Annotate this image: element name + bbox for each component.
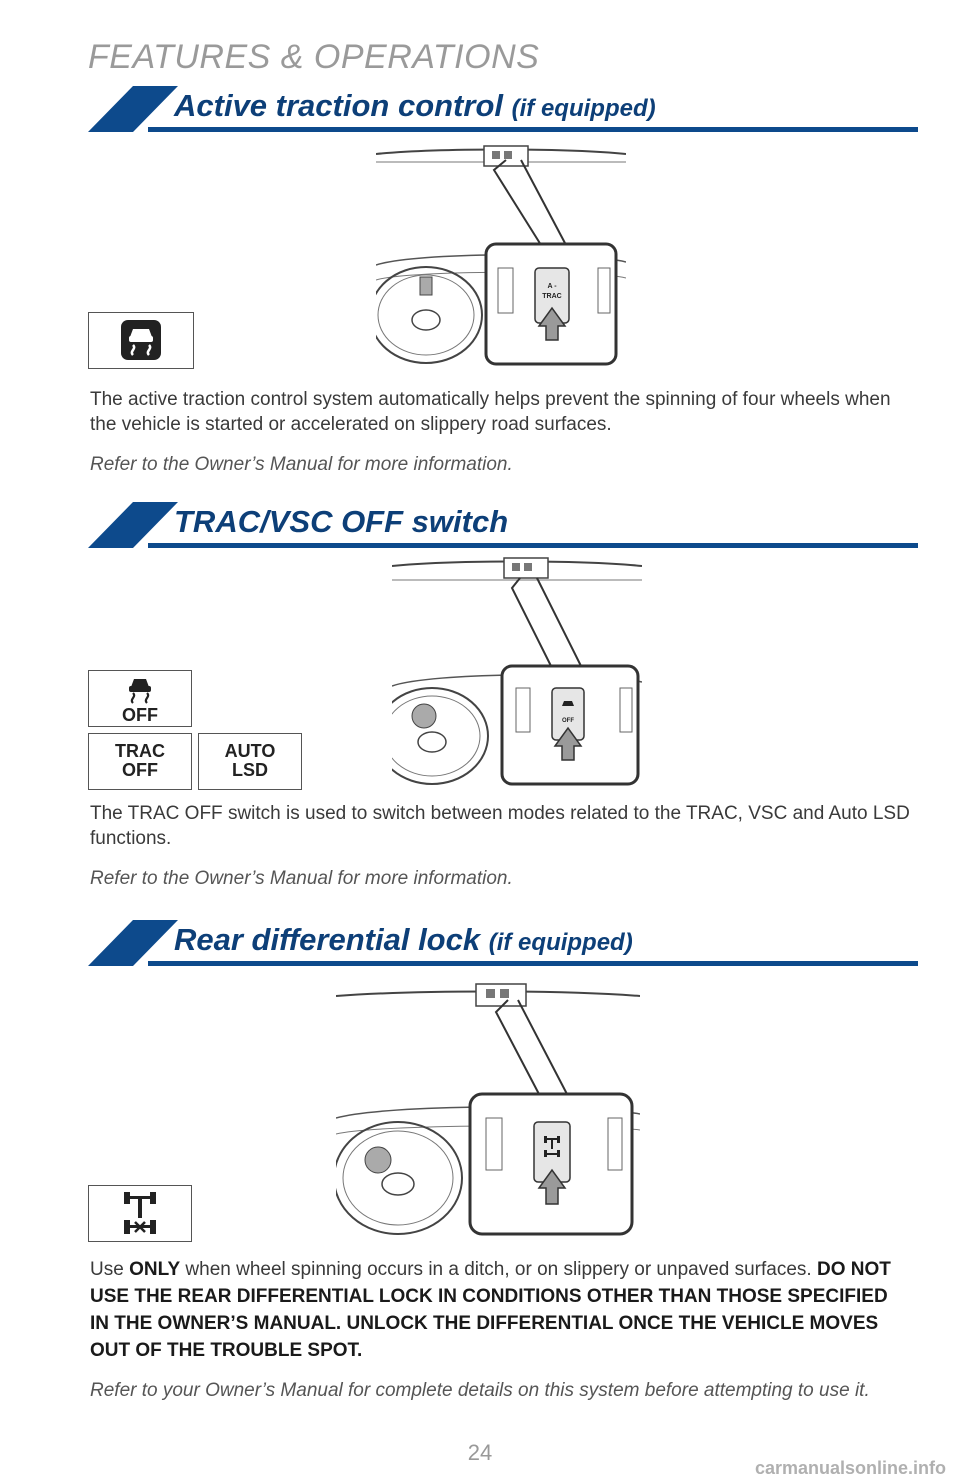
press-arrow-icon: [537, 1168, 567, 1205]
rear-diff-prefix: Use: [90, 1259, 130, 1280]
slip-indicator-icon: [121, 320, 161, 360]
slip-indicator-icon-box: [88, 312, 194, 369]
page-header: FEATURES & OPERATIONS: [88, 38, 540, 76]
vsc-off-label: OFF: [122, 705, 158, 725]
atrac-description: The active traction control system autom…: [90, 389, 891, 435]
section-rule: [148, 961, 918, 966]
section-title-text: Rear differential lock: [174, 922, 481, 957]
rear-diff-mid: when wheel spinning occurs in a ditch, o…: [180, 1259, 817, 1280]
section-flag: [88, 502, 178, 548]
rear-diff-lock-icon: [124, 1192, 156, 1234]
page-number: 24: [467, 1440, 493, 1465]
diff-lock-switch-glyph: [544, 1136, 560, 1157]
trac-off-description: The TRAC OFF switch is used to switch be…: [90, 803, 910, 849]
atrac-note: Refer to the Owner’s Manual for more inf…: [90, 454, 513, 475]
section-title-suffix: (if equipped): [488, 929, 633, 956]
trac-off-label-2: OFF: [122, 760, 158, 780]
press-arrow-icon: [537, 306, 567, 341]
section-title-text: TRAC/VSC OFF switch: [174, 504, 509, 539]
rear-diff-lock-icon-box: [88, 1185, 192, 1242]
rear-diff-description: Use ONLY when wheel spinning occurs in a…: [90, 1256, 910, 1364]
auto-lsd-label-1: AUTO: [224, 741, 276, 761]
trac-off-label-1: TRAC: [115, 741, 165, 761]
section-title-trac-vsc-off: TRAC/VSC OFF switch: [88, 502, 918, 548]
section-title-text: Active traction control: [174, 88, 503, 123]
auto-lsd-label-2: LSD: [232, 760, 268, 780]
rear-diff-note: Refer to your Owner’s Manual for complet…: [90, 1380, 870, 1401]
dashboard-illustration-trac-off: OFF: [392, 557, 642, 786]
dashboard-illustration-rear-diff: [336, 983, 640, 1236]
rear-diff-warning: DO NOT USE THE REAR DIFFERENTIAL LOCK IN…: [90, 1259, 891, 1361]
section-title-active-traction: Active traction control (if equipped): [88, 86, 918, 132]
section-flag: [88, 86, 178, 132]
dashboard-illustration-atrac: A - TRAC: [376, 145, 626, 366]
switch-label-a: A -: [547, 283, 557, 290]
section-rule: [148, 127, 918, 132]
footer-watermark: carmanualsonline.info: [754, 1458, 946, 1478]
section-flag: [88, 920, 178, 966]
trac-off-icon-box: TRAC OFF: [88, 733, 192, 790]
section-title-suffix: (if equipped): [511, 95, 656, 122]
press-arrow-icon: [553, 726, 583, 761]
vsc-off-icon: [129, 679, 151, 704]
switch-label-off: OFF: [562, 718, 574, 724]
vsc-off-icon-box: OFF: [88, 670, 192, 727]
trac-off-note: Refer to the Owner’s Manual for more inf…: [90, 868, 513, 889]
section-title-rear-diff-lock: Rear differential lock (if equipped): [88, 920, 918, 966]
section-rule: [148, 543, 918, 548]
rear-diff-only: ONLY: [129, 1259, 181, 1280]
auto-lsd-icon-box: AUTO LSD: [198, 733, 302, 790]
switch-label-trac: TRAC: [542, 293, 561, 300]
